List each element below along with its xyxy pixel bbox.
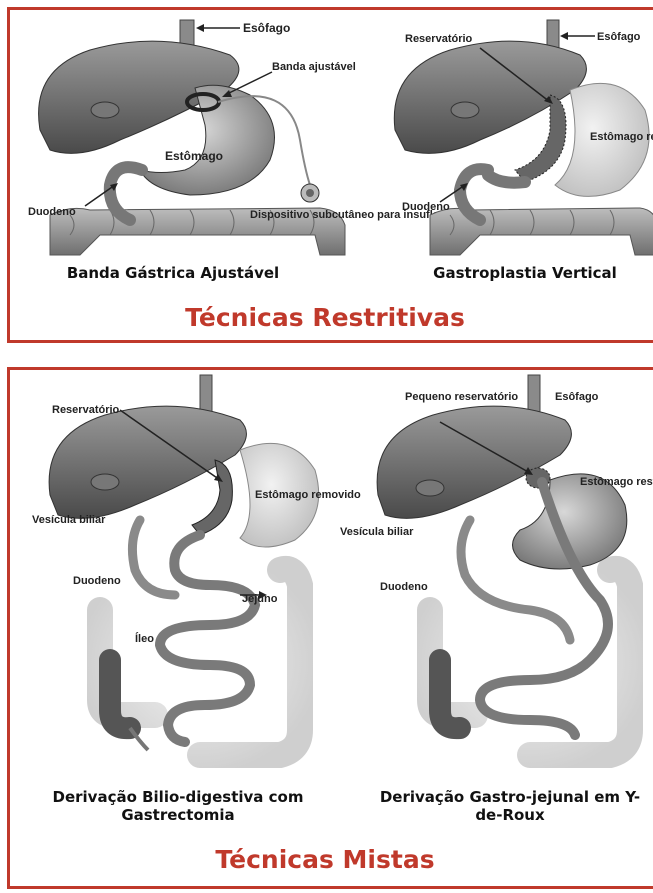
- gallbladder-shape: [91, 102, 119, 118]
- label-estomago: Estômago: [165, 149, 223, 163]
- caption-gastroplastia: Gastroplastia Vertical: [400, 264, 650, 282]
- label-duodeno: Duodeno: [402, 201, 450, 213]
- label-esofago: Esôfago: [555, 391, 599, 403]
- label-esofago: Esôfago: [597, 31, 641, 43]
- label-jejuno: Jejuno: [242, 593, 278, 605]
- gastric-band-illustration: Esôfago Banda ajustável Estômago Duodeno…: [28, 20, 458, 255]
- label-banda: Banda ajustável: [272, 61, 356, 73]
- label-vesicula: Vesícula biliar: [340, 526, 414, 538]
- mixed-techniques-panel: Reservatório Vesícula biliar Estômago re…: [7, 367, 653, 889]
- label-pequeno-reservatorio: Pequeno reservatório: [405, 391, 518, 403]
- gallbladder-shape: [91, 474, 119, 490]
- label-duodeno: Duodeno: [73, 575, 121, 587]
- rectum-shape: [440, 660, 460, 728]
- caption-biliodigestiva: Derivação Bilio-digestiva com Gastrectom…: [28, 788, 328, 824]
- caption-banda-gastrica: Banda Gástrica Ajustável: [28, 264, 318, 282]
- roux-en-y-illustration: Pequeno reservatório Esôfago Estômago re…: [340, 375, 653, 755]
- duodenum-shape: [132, 520, 175, 595]
- jejunum-shape: [160, 535, 255, 742]
- label-duodeno: Duodeno: [28, 206, 76, 218]
- label-reservatorio: Reservatório: [52, 404, 120, 416]
- restrictive-techniques-panel: Esôfago Banda ajustável Estômago Duodeno…: [7, 7, 653, 343]
- section-title-mistas: Técnicas Mistas: [10, 845, 640, 874]
- label-estomago-removido: Estômago removido: [255, 489, 361, 501]
- gallbladder-shape: [416, 480, 444, 496]
- biliodigestive-illustration: Reservatório Vesícula biliar Estômago re…: [32, 375, 361, 755]
- label-duodeno: Duodeno: [380, 581, 428, 593]
- label-estomago-removido: Estômago removido: [590, 131, 653, 143]
- restrictive-illustrations: Esôfago Banda ajustável Estômago Duodeno…: [10, 10, 653, 346]
- gallbladder-shape: [451, 102, 479, 118]
- label-ileo: Íleo: [135, 632, 154, 645]
- caption-y-de-roux: Derivação Gastro-jejunal em Y-de-Roux: [370, 788, 650, 824]
- rectum-shape: [110, 660, 130, 728]
- label-reservatorio: Reservatório: [405, 33, 473, 45]
- label-estomago-restante: Estômago restante: [580, 476, 653, 488]
- section-title-restritivas: Técnicas Restritivas: [10, 303, 640, 332]
- label-vesicula: Vesícula biliar: [32, 514, 106, 526]
- label-esofago: Esôfago: [243, 21, 290, 35]
- liver-shape: [377, 406, 571, 518]
- vertical-gastroplasty-illustration: Reservatório Esôfago Estômago removido D…: [394, 20, 653, 255]
